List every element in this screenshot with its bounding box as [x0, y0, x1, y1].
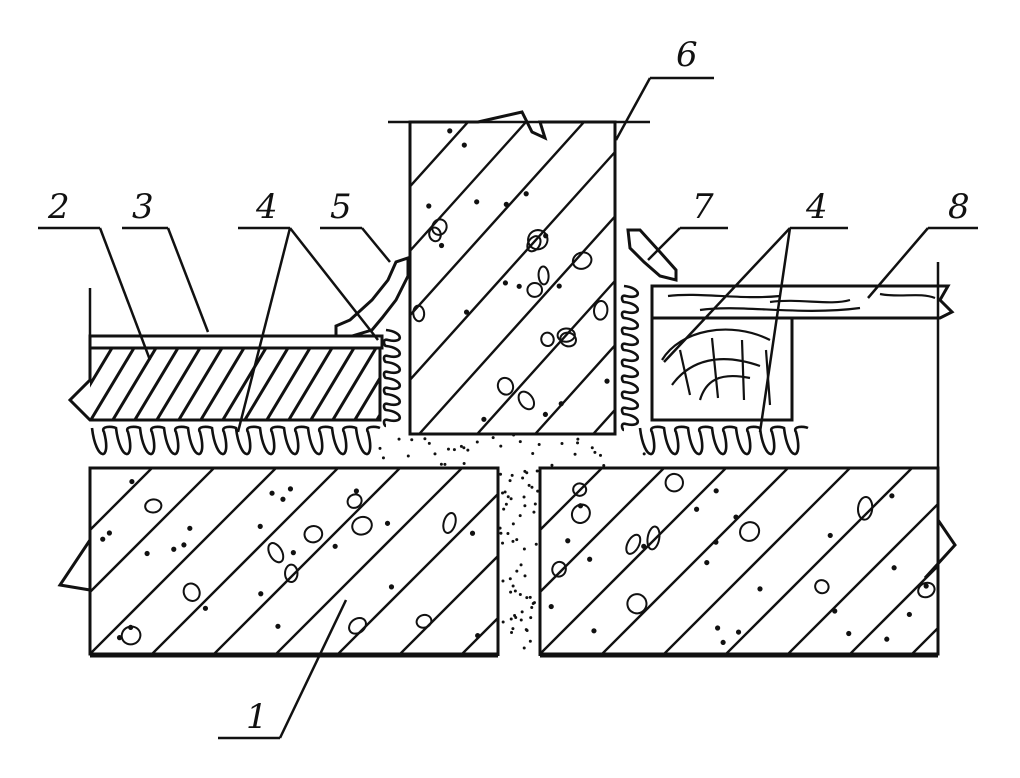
- callout-2: 2: [47, 187, 70, 227]
- callout-4-left: 4: [255, 187, 278, 227]
- floor-layers-right: [626, 228, 955, 468]
- mortar-joint: [378, 433, 646, 656]
- callout-6: 6: [676, 35, 698, 75]
- callout-5: 5: [330, 187, 352, 227]
- callout-7: 7: [692, 187, 714, 227]
- plinth-right: [626, 228, 678, 282]
- callout-8: 8: [948, 187, 970, 227]
- leader-lines: [38, 76, 978, 740]
- callout-labels: 2 3 4 5 6 7 4 8 1: [47, 35, 970, 737]
- partition-wall: [388, 110, 650, 436]
- floor-layers-left: [67, 288, 384, 422]
- plinth-left: [334, 255, 410, 338]
- concrete-slab: [57, 466, 957, 658]
- callout-4-right: 4: [805, 187, 828, 227]
- callout-1: 1: [246, 697, 268, 737]
- resilient-gaskets: [90, 284, 809, 456]
- callout-3: 3: [132, 187, 154, 227]
